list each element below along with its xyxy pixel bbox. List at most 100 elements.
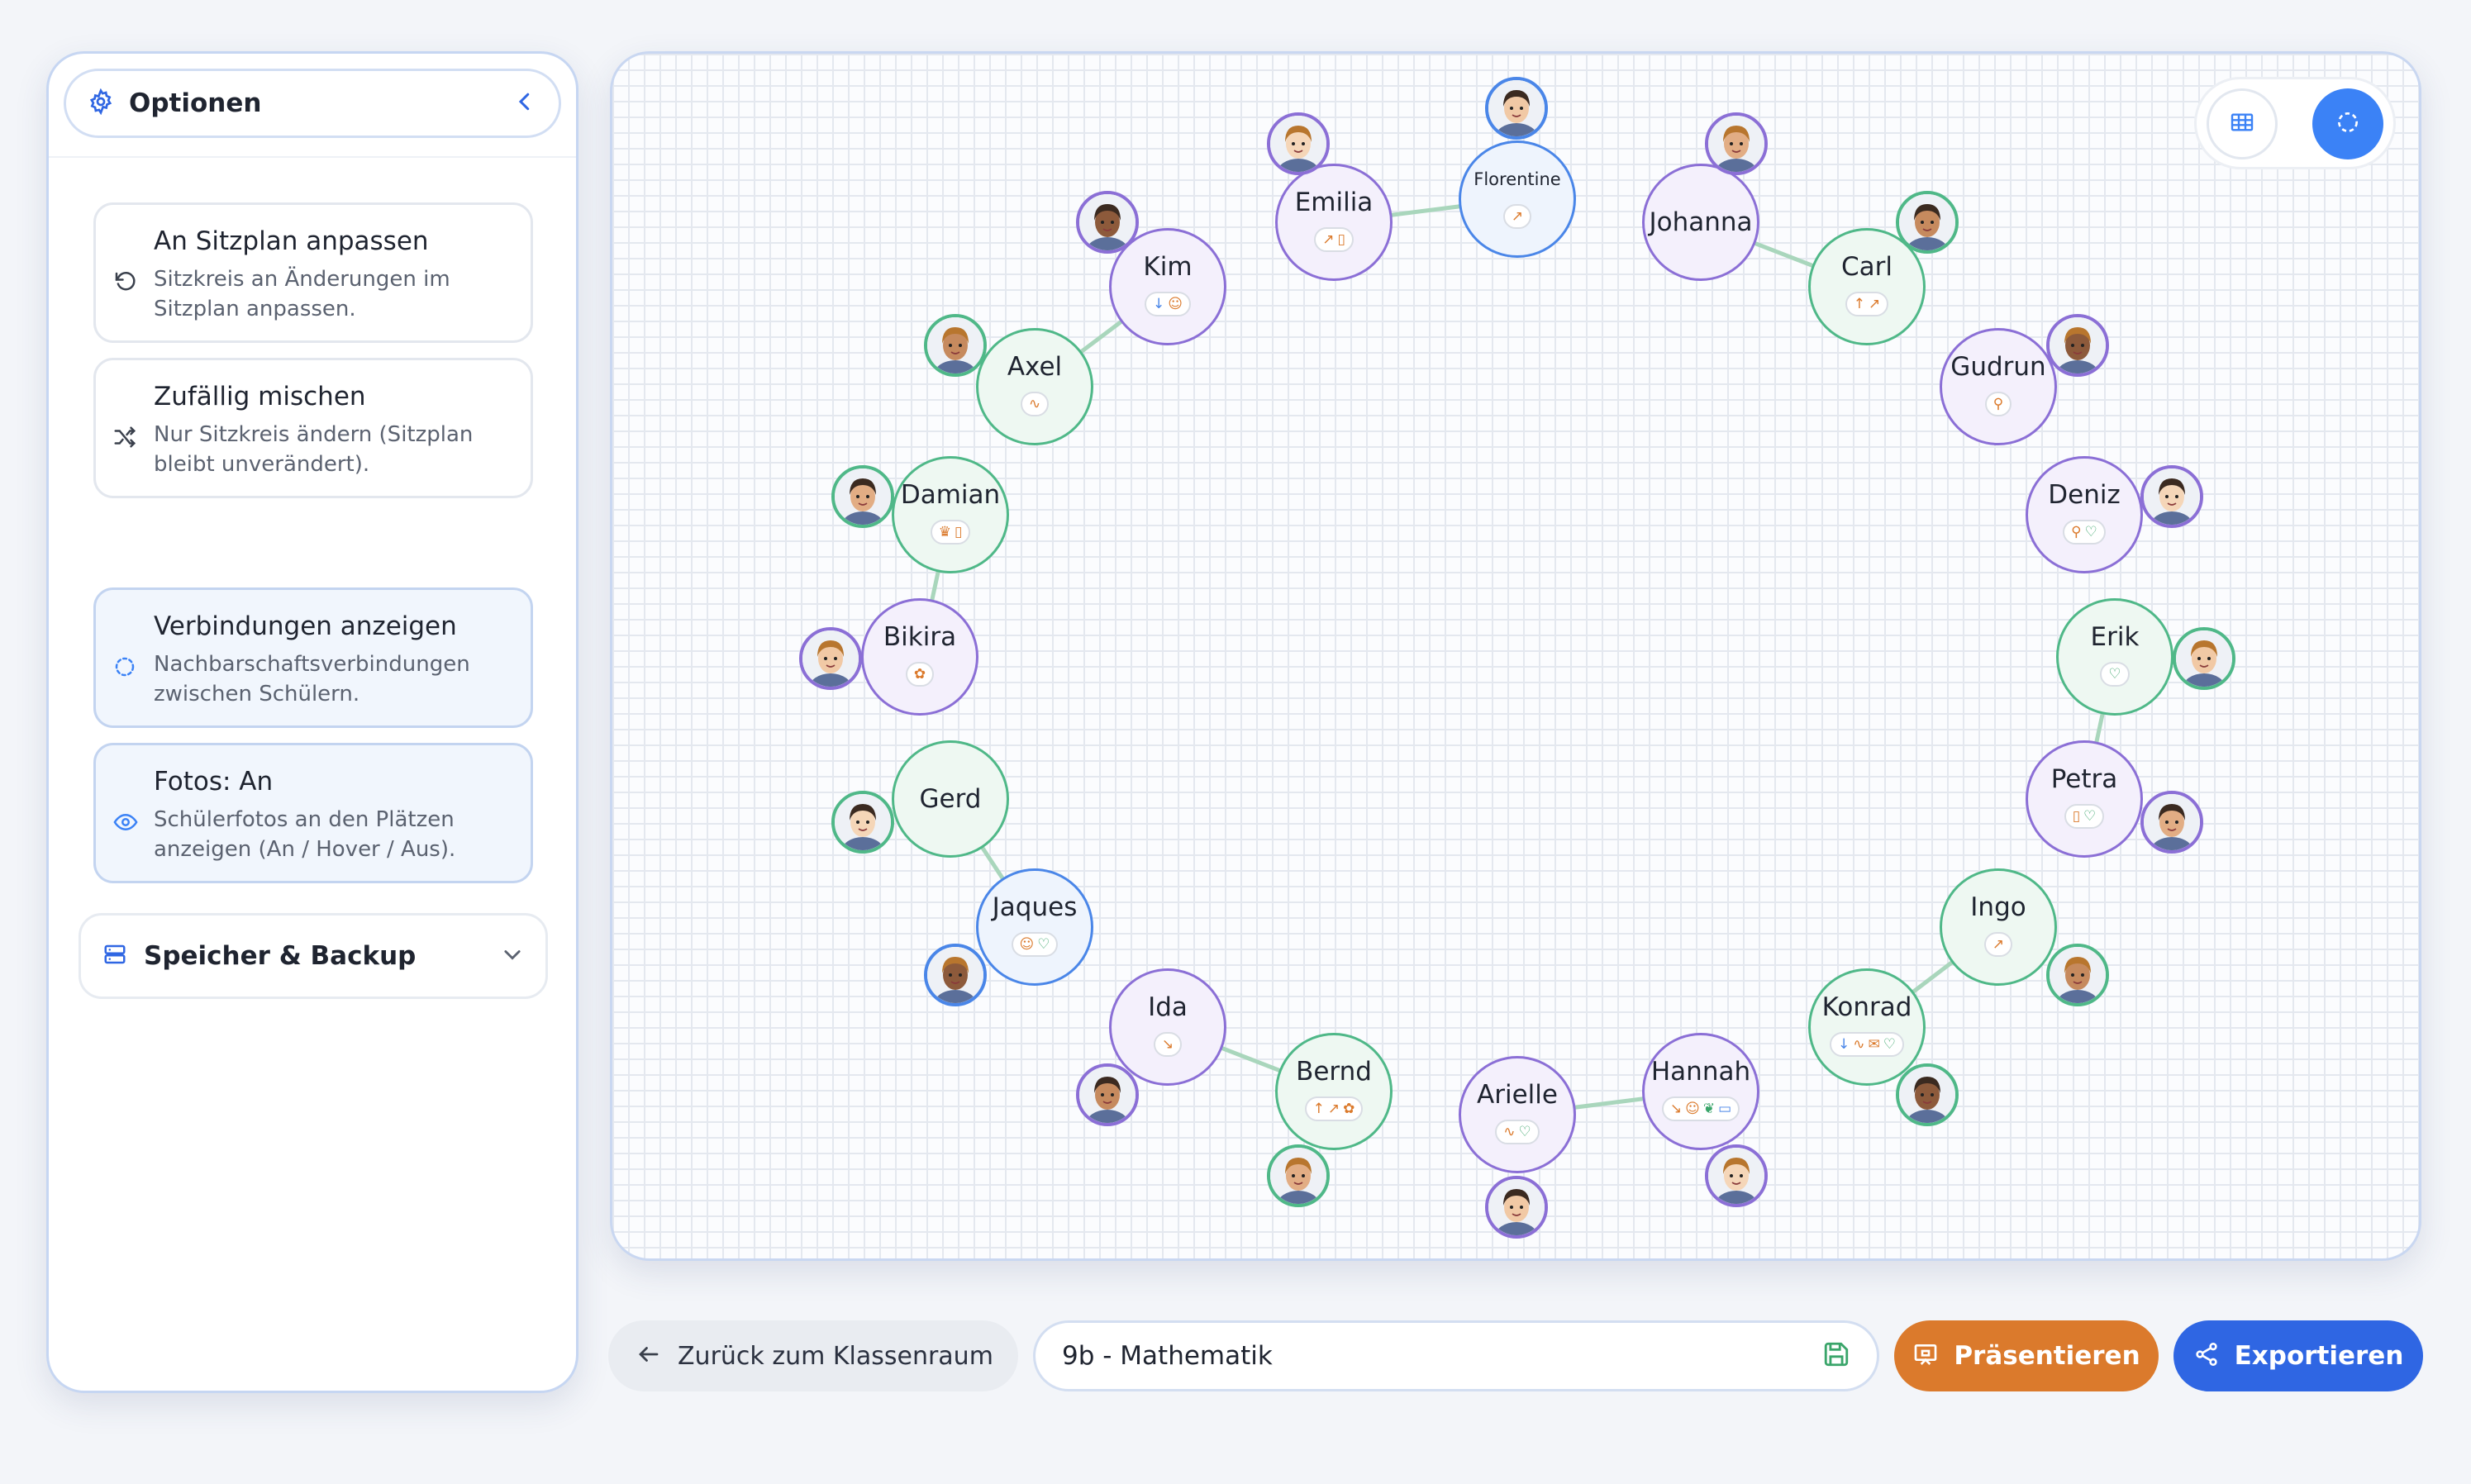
heart-icon: ♡ [1883, 1036, 1896, 1053]
student-bubble[interactable]: Petra ▯♡ [2026, 740, 2143, 858]
option-show-connections[interactable]: Verbindungen anzeigen Nachbarschaftsverb… [93, 587, 533, 728]
book-icon: ▯ [2072, 808, 2081, 825]
student-bubble[interactable]: Deniz⚲♡ [2026, 456, 2143, 573]
student-tags: ☺♡ [1011, 932, 1059, 957]
card-icon: ▭ [1718, 1101, 1732, 1117]
book-icon: ▯ [954, 524, 963, 540]
options-sidebar: Optionen An Sitzplan anpassen Sitzkreis … [46, 51, 578, 1393]
option-adapt-to-seating-plan[interactable]: An Sitzplan anpassen Sitzkreis an Änderu… [93, 202, 533, 343]
student-bubble[interactable]: Carl↑↗ [1808, 228, 1926, 345]
student-photo-avatar [1705, 112, 1768, 175]
option-description: Nachbarschaftsverbindungen zwischen Schü… [154, 652, 470, 706]
presentation-icon [1912, 1341, 1939, 1371]
student-bubble[interactable]: Florentine↗ [1459, 140, 1576, 258]
option-shuffle-randomly[interactable]: Zufällig mischen Nur Sitzkreis ändern (S… [93, 358, 533, 498]
student-bubble[interactable]: Bernd↑↗✿ [1275, 1033, 1393, 1150]
student-bubble[interactable]: Ingo↗ [1940, 868, 2057, 986]
student-name: Carl [1841, 252, 1893, 282]
arrow-up-icon: ↑ [1853, 296, 1865, 312]
storage-backup-section[interactable]: Speicher & Backup [79, 913, 548, 999]
student-bubble[interactable]: Bikira✿ [861, 598, 978, 716]
options-header[interactable]: Optionen [64, 69, 561, 138]
gear-icon [88, 88, 114, 118]
student-tags: ▯♡ [2064, 804, 2105, 829]
student-bubble[interactable]: Axel ∿ [976, 328, 1093, 445]
view-toggle [2194, 77, 2396, 169]
student-bubble[interactable]: Gerd [892, 740, 1009, 858]
arrow-down-icon: ↓ [1153, 296, 1165, 312]
student-bubble[interactable]: Arielle∿♡ [1459, 1056, 1576, 1173]
crown-icon: ♛ [938, 524, 951, 540]
dashed-circle-icon [2335, 109, 2361, 139]
heart-icon: ♡ [2084, 524, 2097, 540]
heart-icon: ♡ [2108, 666, 2121, 683]
smile-icon: ☺ [1168, 296, 1183, 312]
student-photo-avatar [1267, 112, 1330, 175]
student-name: Petra [2050, 764, 2118, 794]
student-bubble[interactable]: Konrad↓∿✉♡ [1808, 968, 1926, 1086]
option-description: Sitzkreis an Änderungen im Sitzplan anpa… [154, 267, 450, 321]
smile-icon: ☺ [1019, 936, 1035, 953]
student-bubble[interactable]: Emilia↗▯ [1275, 164, 1393, 281]
circle-view-button[interactable] [2312, 88, 2383, 159]
student-photo-avatar [2140, 465, 2203, 528]
option-description: Schülerfotos an den Plätzen anzeigen (An… [154, 807, 456, 862]
server-icon [102, 942, 127, 970]
student-bubble[interactable]: Hannah↘☺❦▭ [1642, 1033, 1759, 1150]
student-photo-avatar [2046, 314, 2109, 377]
chat-icon: ✉ [1868, 1036, 1880, 1053]
student-photo-avatar [1076, 1063, 1139, 1126]
smile-icon: ☺ [1685, 1101, 1700, 1117]
student-bubble[interactable]: Ida ↘ [1109, 968, 1226, 1086]
option-photos-toggle[interactable]: Fotos: An Schülerfotos an den Plätzen an… [93, 743, 533, 883]
student-photo-avatar [831, 465, 894, 528]
student-name: Axel [1007, 352, 1063, 382]
student-photo-avatar [1896, 191, 1959, 254]
student-name: Bernd [1296, 1057, 1372, 1087]
student-tags: ↘ [1153, 1032, 1183, 1057]
heart-icon: ♡ [1518, 1124, 1531, 1140]
student-name: Jaques [992, 892, 1078, 922]
student-name: Gudrun [1950, 352, 2046, 382]
book-icon: ▯ [1337, 231, 1345, 248]
student-tags: ∿♡ [1495, 1120, 1540, 1144]
back-to-classroom-button[interactable]: Zurück zum Klassenraum [608, 1320, 1018, 1391]
trend-up-icon: ↗ [1327, 1101, 1340, 1117]
student-name: Johanna [1649, 207, 1753, 237]
grid-view-button[interactable] [2207, 88, 2278, 159]
student-bubble[interactable]: Johanna [1642, 164, 1759, 281]
pulse-icon: ∿ [1028, 396, 1041, 412]
student-tags: ↗▯ [1314, 227, 1354, 252]
student-tags: ↗ [1502, 204, 1532, 229]
present-label: Präsentieren [1954, 1341, 2140, 1371]
student-bubble[interactable]: Gudrun ⚲ [1940, 328, 2057, 445]
student-bubble[interactable]: Jaques ☺♡ [976, 868, 1093, 986]
arrow-down-icon: ↓ [1838, 1036, 1850, 1053]
option-title: Verbindungen anzeigen [154, 611, 457, 641]
student-bubble[interactable]: Damian♛▯ [892, 456, 1009, 573]
student-photo-avatar [1705, 1144, 1768, 1207]
brain-icon: ✿ [913, 666, 926, 683]
student-name: Ida [1148, 992, 1188, 1022]
student-tags: ↓∿✉♡ [1830, 1032, 1904, 1057]
student-bubble[interactable]: Erik♡ [2056, 598, 2173, 716]
student-tags: ⚲ [1984, 392, 2012, 416]
present-button[interactable]: Präsentieren [1894, 1320, 2159, 1391]
student-photo-avatar [1485, 77, 1548, 140]
collapse-chevron-icon[interactable] [512, 89, 537, 117]
student-photo-avatar [2046, 944, 2109, 1006]
student-tags: ⚲♡ [2063, 520, 2106, 545]
export-button[interactable]: Exportieren [2173, 1320, 2423, 1391]
student-bubble[interactable]: Kim↓☺ [1109, 228, 1226, 345]
leaf-icon: ❦ [1702, 1101, 1716, 1117]
brain-icon: ✿ [1343, 1101, 1355, 1117]
option-description: Nur Sitzkreis ändern (Sitzplan bleibt un… [154, 422, 474, 477]
student-photo-avatar [1267, 1144, 1330, 1207]
trend-down-icon: ↘ [1669, 1101, 1683, 1117]
class-name-value: 9b - Mathematik [1062, 1341, 1273, 1371]
chevron-down-icon [501, 943, 524, 969]
save-icon[interactable] [1822, 1340, 1850, 1372]
class-name-field[interactable]: 9b - Mathematik [1033, 1320, 1879, 1391]
trend-up-icon: ↗ [1511, 208, 1524, 225]
